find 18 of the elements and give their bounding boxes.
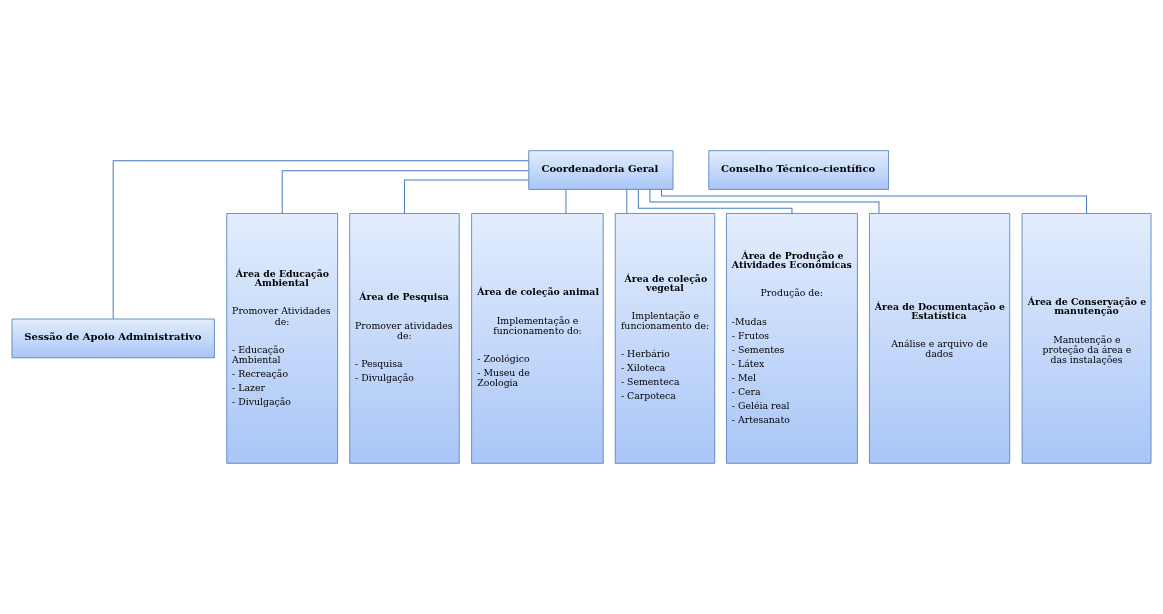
connector [112, 160, 530, 320]
connector [637, 189, 793, 214]
node-box: Conselho Técnico-científico [708, 150, 889, 190]
connector [403, 179, 530, 214]
node-box: Área de Conservação e manutenção Manutenção e proteção da área e das instalações [1021, 213, 1152, 464]
connector [626, 189, 628, 214]
node-box: Coordenadoria Geral [528, 150, 674, 190]
connector [281, 170, 530, 214]
node-box: Sessão de Apoio Administrativo [11, 318, 215, 359]
connector [565, 189, 567, 214]
node-box: Área de Educação Ambiental Promover Atividades de: - Educação Ambiental - Recreação - Lazer - Divulgação [226, 213, 339, 464]
node-box: Área de coleção animal Implementação e funcionamento do: - Zoológico - Museu de Zoologia [471, 213, 604, 464]
node-box: Área de Produção e Atividades Econômicas Produção de: -Mudas - Frutos - Sementes - Látex - Mel - Cera - Geléia real - Artesanato [726, 213, 858, 464]
node-box: Área de Pesquisa Promover atividades de: - Pesquisa - Divulgação [349, 213, 460, 464]
node-box: Área de coleção vegetal Implentação e funcionamento de: - Herbário - Xiloteca - Sementeca - Carpoteca [614, 213, 716, 464]
connector [649, 188, 880, 214]
connector [660, 189, 1088, 214]
node-box: Área de Documentação e Estatística Análise e arquivo de dados [869, 213, 1011, 464]
